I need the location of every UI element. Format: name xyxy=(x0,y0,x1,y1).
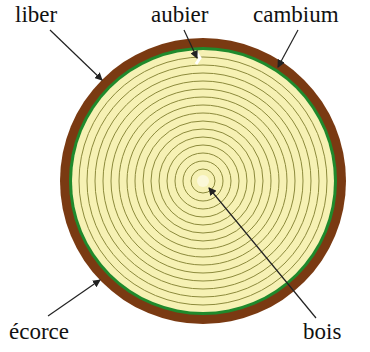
leader-line xyxy=(278,30,298,67)
pith xyxy=(197,175,209,187)
cambium-ring xyxy=(69,47,337,315)
wood xyxy=(72,50,334,312)
part-label: écorce xyxy=(8,320,70,343)
bark xyxy=(60,38,346,324)
leader-lines xyxy=(48,30,316,318)
leader-line xyxy=(50,30,102,80)
part-label: bois xyxy=(302,320,342,343)
leader-line xyxy=(48,280,100,316)
leader-line xyxy=(209,188,316,318)
growth-rings xyxy=(79,57,327,305)
leader-line xyxy=(184,30,197,58)
part-label: liber xyxy=(14,3,58,26)
part-label: cambium xyxy=(252,3,340,26)
part-label: aubier xyxy=(150,3,209,26)
